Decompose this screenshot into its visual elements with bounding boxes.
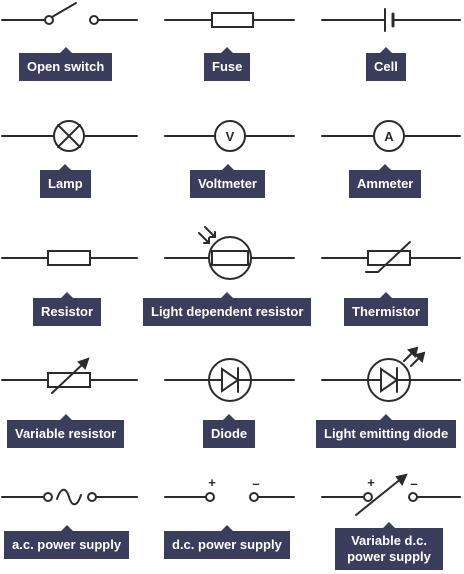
variable-dc-plus-sign: +: [367, 475, 375, 490]
open-switch-symbol: [1, 2, 138, 25]
label-open-switch: Open switch: [19, 47, 113, 81]
label-ldr: Light dependent resistor: [143, 292, 312, 326]
ammeter-letter: A: [384, 129, 394, 144]
resistor-symbol: [1, 250, 138, 266]
label-resistor: Resistor: [33, 292, 102, 326]
led-symbol: [321, 346, 461, 402]
variable-dc-supply-symbol: + –: [321, 473, 461, 516]
label-ammeter: Ammeter: [349, 164, 422, 198]
label-variable-dc-line1: Variable d.c.: [351, 533, 427, 548]
label-diode: Diode: [203, 414, 256, 448]
thermistor-symbol: [321, 241, 461, 273]
label-led: Light emitting diode: [316, 414, 457, 448]
label-dc-supply: d.c. power supply: [164, 525, 290, 559]
dc-plus-sign: +: [208, 475, 216, 490]
variable-resistor-symbol: [1, 357, 138, 394]
ammeter-symbol: A: [321, 120, 461, 152]
ldr-symbol: [164, 226, 295, 280]
dc-supply-symbol: + –: [164, 475, 295, 502]
voltmeter-letter: V: [226, 129, 235, 144]
label-ac-supply: a.c. power supply: [4, 525, 130, 559]
label-variable-resistor: Variable resistor: [7, 414, 125, 448]
label-voltmeter: Voltmeter: [190, 164, 265, 198]
ac-supply-symbol: [1, 488, 138, 506]
label-thermistor: Thermistor: [344, 292, 428, 326]
label-lamp: Lamp: [40, 164, 91, 198]
fuse-symbol: [164, 12, 295, 28]
cell-symbol: [321, 8, 461, 32]
label-cell: Cell: [366, 47, 406, 81]
label-variable-dc-supply: Variable d.c. power supply: [335, 522, 443, 570]
label-variable-dc-line2: power supply: [347, 549, 431, 564]
label-fuse: Fuse: [204, 47, 251, 81]
lamp-symbol: [1, 120, 138, 152]
dc-minus-sign: –: [252, 476, 259, 491]
diode-symbol: [164, 358, 295, 402]
variable-dc-minus-sign: –: [410, 476, 417, 491]
voltmeter-symbol: V: [164, 120, 295, 152]
